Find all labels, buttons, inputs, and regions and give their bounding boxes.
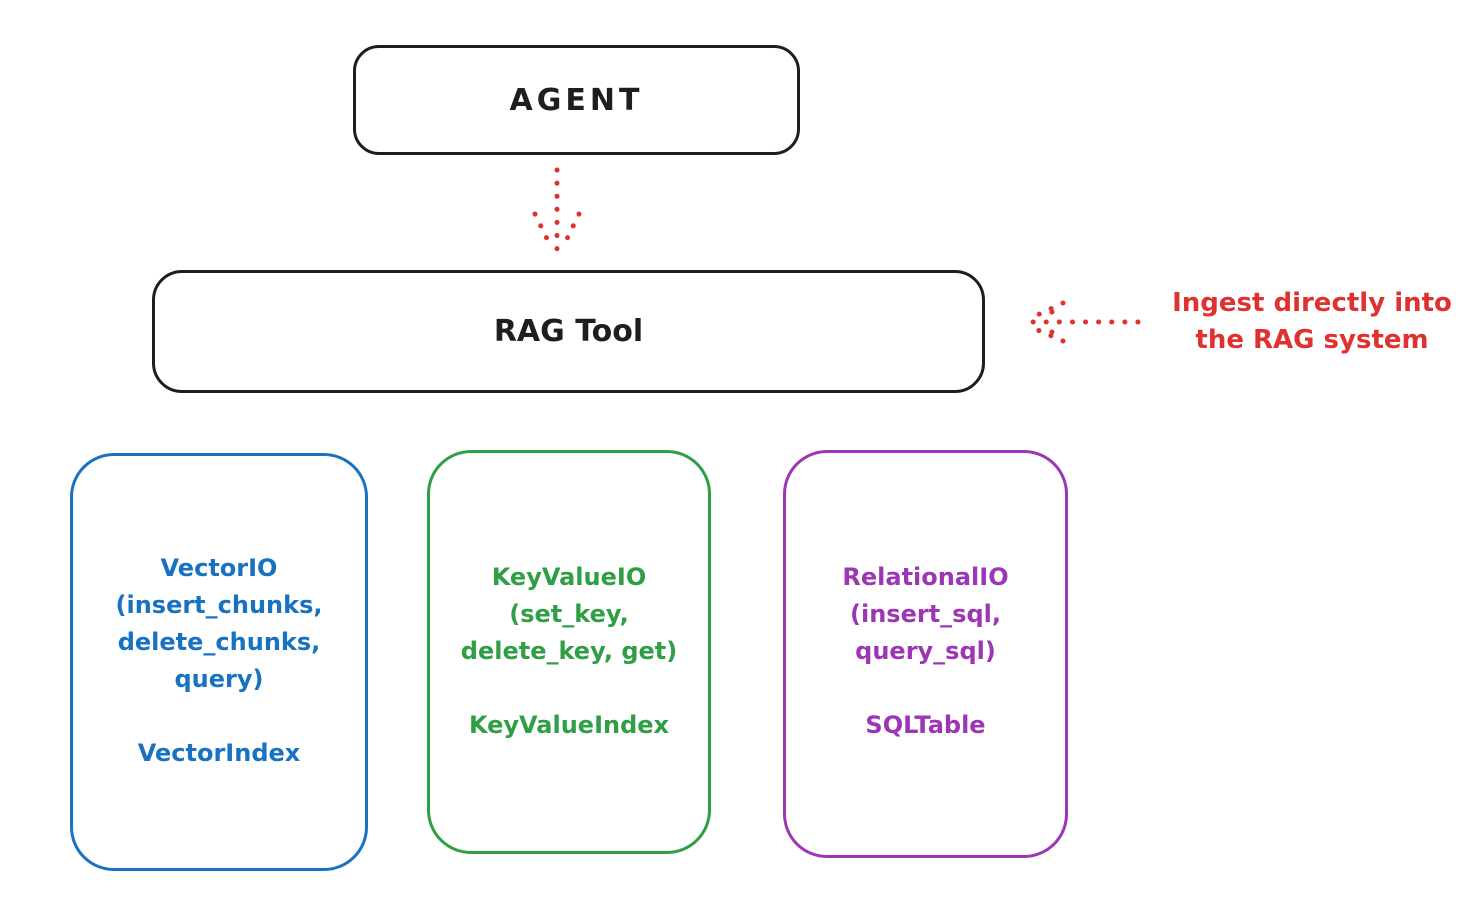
keyvalue-index-label: KeyValueIndex [468,711,670,739]
ingest-annotation-line2: the RAG system [1195,325,1429,355]
ingest-arrow [1023,300,1141,344]
relational-io-node: RelationalIO (insert_sql, query_sql) SQL… [783,450,1068,858]
relational-io-line: RelationalIO [842,563,1009,591]
vector-io-node: VectorIO (insert_chunks, delete_chunks, … [70,453,368,871]
relational-io-line: (insert_sql, [850,600,1001,628]
sql-table-label: SQLTable [865,711,986,739]
ingest-annotation: Ingest directly into the RAG system [1140,285,1484,359]
agent-to-ragtool-arrow [532,167,582,258]
rag-tool-label: RAG Tool [493,314,644,349]
ingest-annotation-line1: Ingest directly into [1172,288,1452,318]
vector-index-label: VectorIndex [137,739,301,767]
agent-label: AGENT [509,82,644,118]
vector-io-line: (insert_chunks, [115,591,323,619]
vector-io-line: delete_chunks, [117,628,321,656]
vector-io-line: VectorIO [160,554,278,582]
rag-tool-node: RAG Tool [152,270,985,393]
keyvalue-io-line: KeyValueIO [491,563,647,591]
relational-io-text: RelationalIO (insert_sql, query_sql) SQL… [786,453,1065,744]
vector-io-line: query) [174,665,264,693]
keyvalue-io-line: delete_key, get) [460,637,678,665]
agent-node: AGENT [353,45,800,155]
keyvalue-io-line: (set_key, [509,600,629,628]
relational-io-line: query_sql) [855,637,996,665]
vector-io-text: VectorIO (insert_chunks, delete_chunks, … [73,456,365,772]
keyvalue-io-text: KeyValueIO (set_key, delete_key, get) Ke… [430,453,708,744]
keyvalue-io-node: KeyValueIO (set_key, delete_key, get) Ke… [427,450,711,854]
